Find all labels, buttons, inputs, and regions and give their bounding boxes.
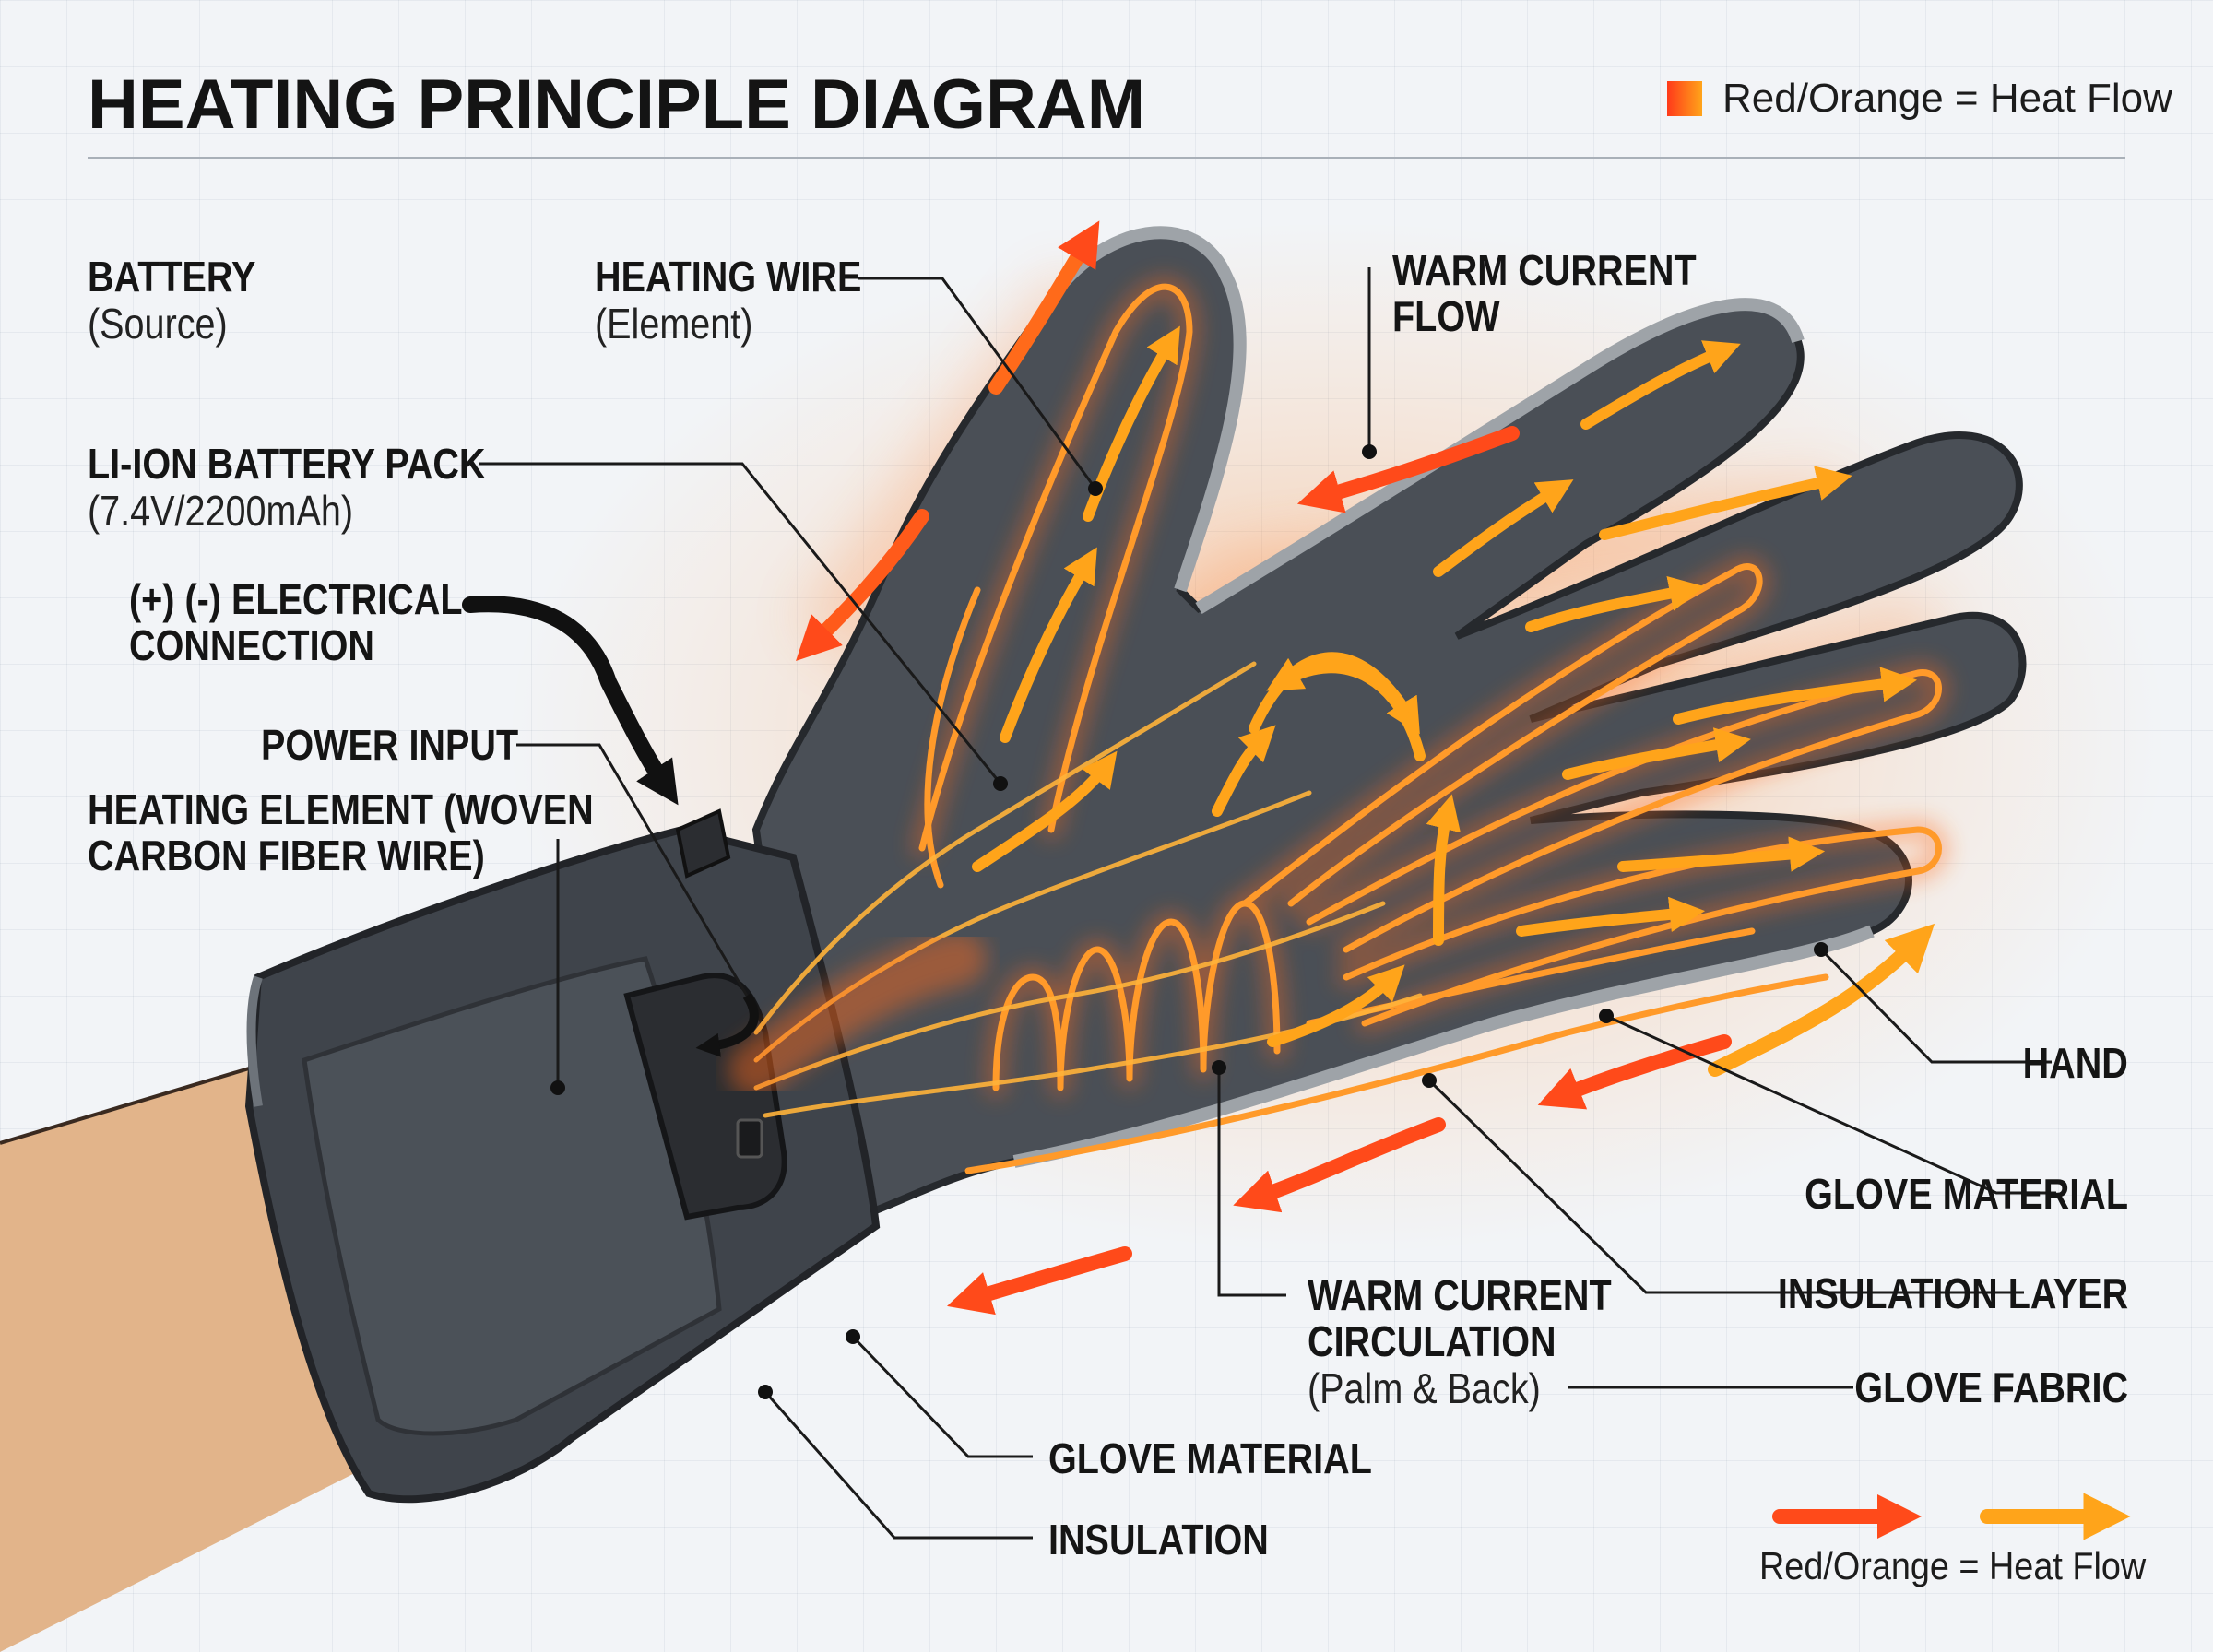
leader-lines [479, 267, 2056, 1540]
label-glove-material-right: GLOVE MATERIAL [1805, 1170, 2128, 1218]
power-input-arrow [695, 993, 759, 1057]
label-electrical-connection-line1: (+) (-) ELECTRICAL [129, 575, 463, 623]
label-warm-current-flow-line2: FLOW [1392, 292, 1500, 340]
label-warm-current-circulation-sub: (Palm & Back) [1308, 1364, 1541, 1412]
label-electrical-connection: (+) (-) ELECTRICAL CONNECTION [129, 576, 462, 668]
label-warm-current-circulation-line2: CIRCULATION [1308, 1317, 1556, 1365]
label-electrical-connection-line2: CONNECTION [129, 621, 374, 669]
label-battery-pack-title: LI-ION BATTERY PACK [88, 440, 486, 488]
label-heating-element-line2: CARBON FIBER WIRE) [88, 832, 485, 879]
label-warm-current-flow-line1: WARM CURRENT [1392, 246, 1697, 294]
label-glove-material-bottom: GLOVE MATERIAL [1048, 1434, 1372, 1482]
label-heating-wire-title: HEATING WIRE [595, 253, 862, 301]
internal-heat-arrows [972, 325, 1918, 1047]
label-battery-pack: LI-ION BATTERY PACK (7.4V/2200mAh) [88, 441, 485, 535]
label-heating-element-line1: HEATING ELEMENT (WOVEN [88, 785, 594, 833]
label-power-input: POWER INPUT [261, 721, 519, 769]
label-battery-pack-sub: (7.4V/2200mAh) [88, 487, 354, 535]
legend-top-text: Red/Orange = Heat Flow [1722, 76, 2172, 121]
label-heating-wire-sub: (Element) [595, 300, 753, 348]
legend-bottom-text: Red/Orange = Heat Flow [1759, 1544, 2147, 1587]
label-battery-title: BATTERY [88, 253, 256, 301]
label-heating-wire: HEATING WIRE (Element) [595, 254, 861, 348]
heat-flow-swatch [1667, 81, 1702, 116]
label-insulation-layer: INSULATION LAYER [1777, 1269, 2128, 1317]
legend-top: Red/Orange = Heat Flow [1667, 76, 2172, 122]
label-warm-current-circulation-line1: WARM CURRENT [1308, 1271, 1612, 1319]
label-battery: BATTERY (Source) [88, 254, 255, 348]
label-glove-fabric: GLOVE FABRIC [1854, 1363, 2128, 1411]
heating-wire [728, 277, 1948, 1174]
page-title: HEATING PRINCIPLE DIAGRAM [88, 65, 1146, 144]
electrical-connection-arrow [462, 596, 679, 806]
label-hand: HAND [2022, 1039, 2128, 1087]
label-warm-current-circulation: WARM CURRENT CIRCULATION (Palm & Back) [1308, 1272, 1612, 1412]
title-divider [88, 157, 2125, 159]
leader-dots [550, 444, 1828, 1399]
label-warm-current-flow: WARM CURRENT FLOW [1392, 247, 1697, 339]
label-insulation: INSULATION [1048, 1516, 1269, 1564]
label-heating-element: HEATING ELEMENT (WOVEN CARBON FIBER WIRE… [88, 786, 594, 879]
label-battery-sub: (Source) [88, 300, 228, 348]
